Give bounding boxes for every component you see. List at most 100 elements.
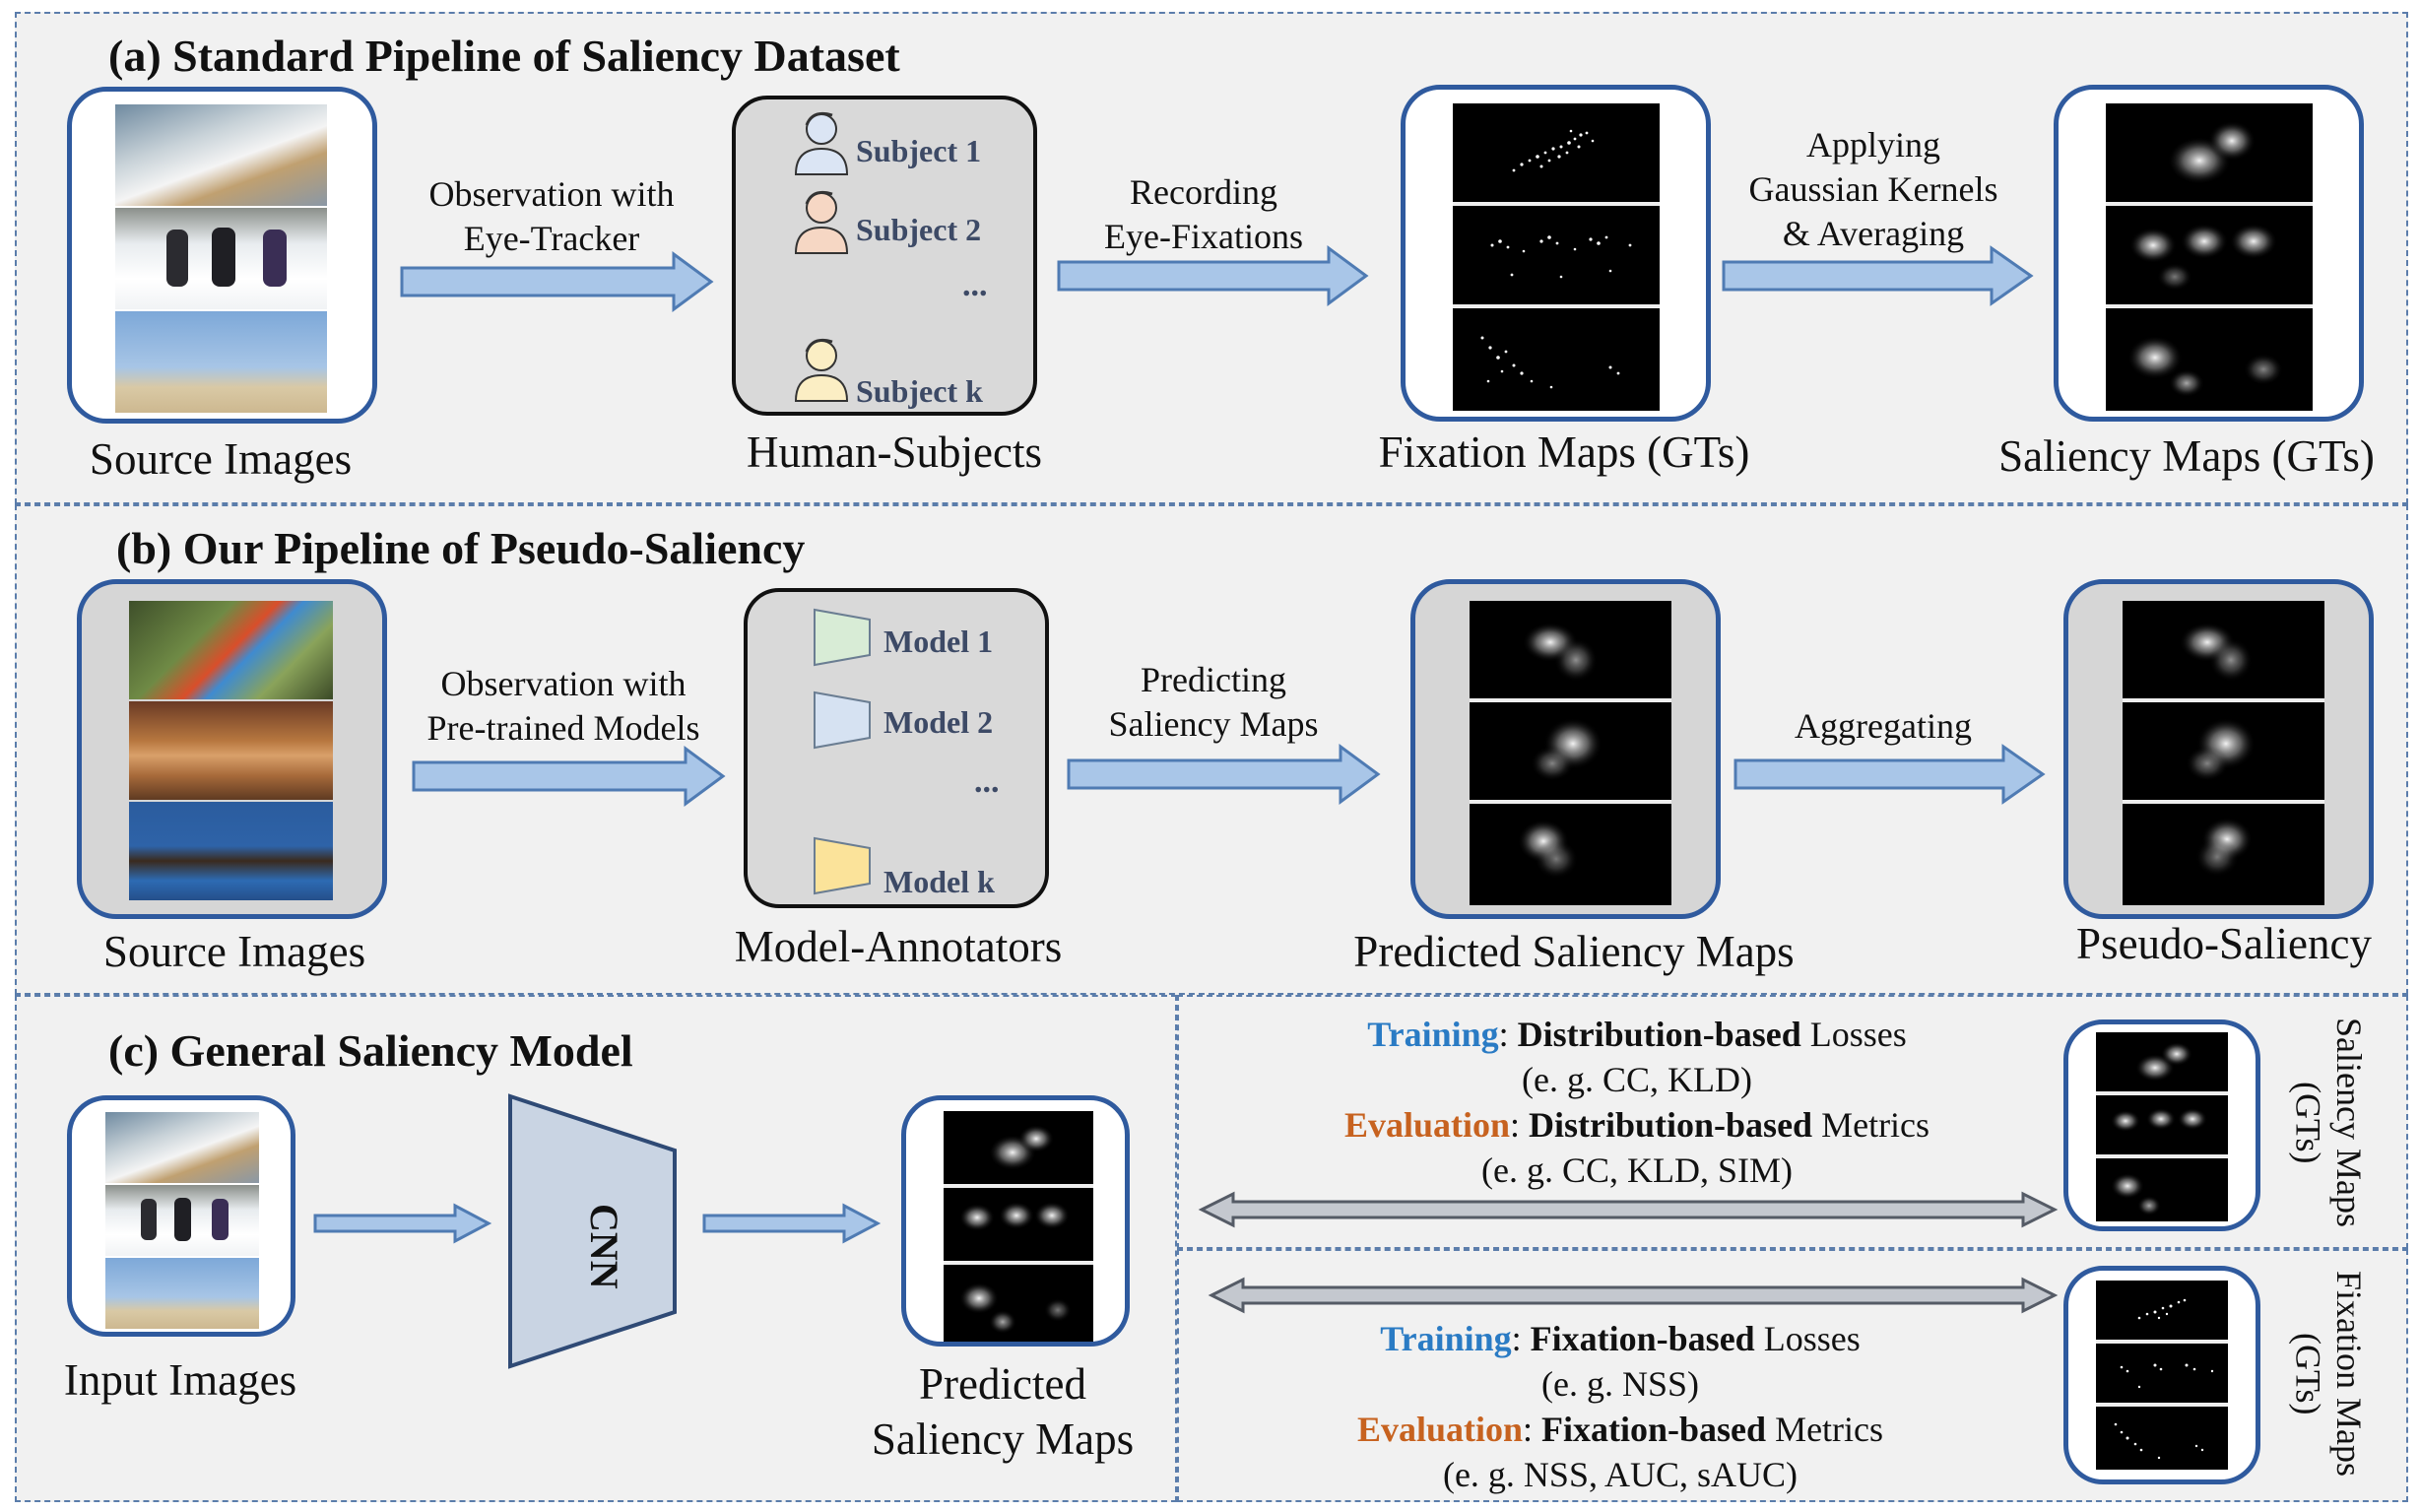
source-images-caption-b: Source Images	[102, 927, 366, 976]
fixation-training-text: Losses	[1754, 1319, 1861, 1358]
saliency-maps-caption-a: Saliency Maps (GTs)	[1998, 431, 2375, 481]
photo-cat	[129, 701, 333, 800]
pseudo-saliency-frame	[2063, 579, 2374, 919]
output-map-2	[944, 1188, 1093, 1265]
gt-saliency-map-3	[2096, 1158, 2228, 1221]
saliency-map-1	[2106, 103, 2313, 206]
fixation-map-2	[1453, 206, 1660, 308]
distribution-evaluation-line: Evaluation: Distribution-based Metrics	[1343, 1105, 1930, 1146]
arrow-recording	[1057, 245, 1369, 306]
predicted-maps-frame-b	[1410, 579, 1721, 919]
double-arrow-distribution	[1198, 1191, 2059, 1228]
fixation-training-examples: (e. g. NSS)	[1541, 1364, 1699, 1405]
photo-parrot	[129, 601, 333, 699]
person-icon-1	[794, 111, 849, 175]
human-subjects-box: Subject 1 Subject 2 ... Subject k	[732, 96, 1037, 416]
predicted-map-3	[1470, 804, 1671, 905]
source-images-caption-a: Source Images	[89, 434, 353, 484]
saliency-map-3	[2106, 308, 2313, 411]
fixation-evaluation-line: Evaluation: Fixation-based Metrics	[1356, 1410, 1884, 1450]
pseudo-map-1	[2123, 601, 2324, 702]
human-subjects-caption: Human-Subjects	[747, 427, 1042, 477]
arrow-observation-eye-tracker	[400, 251, 714, 312]
model-2-label: Model 2	[883, 704, 994, 740]
photo-beach	[115, 311, 327, 413]
model-1-label: Model 1	[883, 624, 994, 659]
distribution-training-label: Training	[1367, 1015, 1499, 1054]
model-1-icon	[814, 608, 871, 667]
model-k-icon	[814, 836, 871, 895]
arrow-gaussian	[1722, 245, 2034, 306]
panel-a-title: (a) Standard Pipeline of Saliency Datase…	[108, 31, 900, 81]
saliency-map-2	[2106, 206, 2313, 308]
gt-fixation-map-2	[2096, 1344, 2228, 1407]
saliency-maps-frame-a	[2054, 85, 2364, 422]
predicted-map-2	[1470, 702, 1671, 804]
model-annotators-caption: Model-Annotators	[734, 922, 1063, 971]
fixation-text-block: Training: Fixation-based Losses (e. g. N…	[1357, 1316, 1883, 1497]
fixation-evaluation-bold: Fixation-based	[1541, 1410, 1767, 1450]
input-images-frame	[67, 1095, 295, 1337]
model-annotators-box: Model 1 Model 2 ... Model k	[744, 588, 1049, 908]
panel-b-title: (b) Our Pipeline of Pseudo-Saliency	[116, 523, 806, 573]
distribution-evaluation-examples: (e. g. CC, KLD, SIM)	[1481, 1150, 1793, 1191]
person-icon-k	[794, 338, 849, 402]
fixation-evaluation-label: Evaluation	[1356, 1410, 1524, 1450]
arrow-label-b3: Aggregating	[1795, 706, 1972, 746]
fixation-training-line: Training: Fixation-based Losses	[1380, 1319, 1861, 1358]
person-icon-2	[794, 190, 849, 254]
pseudo-saliency-caption: Pseudo-Saliency	[2076, 919, 2372, 968]
fixation-gts-frame-c	[2063, 1266, 2260, 1484]
saliency-gts-frame-c	[2063, 1019, 2260, 1231]
arrow-observation-models	[412, 746, 726, 807]
input-photo-1	[105, 1112, 259, 1183]
gt-fixation-map-1	[2096, 1281, 2228, 1344]
fixation-training-bold: Fixation-based	[1530, 1319, 1755, 1358]
distribution-evaluation-label: Evaluation	[1343, 1105, 1510, 1146]
arrow-cnn-to-output	[702, 1203, 882, 1244]
fixation-evaluation-text: Metrics	[1766, 1410, 1884, 1450]
panel-a	[15, 12, 2408, 504]
distribution-training-bold: Distribution-based	[1517, 1015, 1801, 1054]
arrow-input-to-cnn	[313, 1203, 492, 1244]
pseudo-map-3	[2123, 804, 2324, 905]
model-2-icon	[814, 690, 871, 750]
fixation-evaluation-examples: (e. g. NSS, AUC, sAUC)	[1442, 1455, 1799, 1495]
distribution-training-line: Training: Distribution-based Losses	[1367, 1015, 1907, 1054]
distribution-text-block: Training: Distribution-based Losses (e. …	[1344, 1012, 1929, 1193]
predicted-map-1	[1470, 601, 1671, 702]
panel-c-title: (c) General Saliency Model	[108, 1025, 633, 1076]
predicted-output-frame	[901, 1095, 1130, 1347]
fixation-maps-caption-a: Fixation Maps (GTs)	[1378, 427, 1750, 477]
photo-skiers	[115, 208, 327, 309]
cnn-label: CNN	[582, 1204, 626, 1289]
fixation-training-label: Training	[1380, 1319, 1512, 1358]
fixation-map-1	[1453, 103, 1660, 206]
models-ellipsis: ...	[974, 763, 1000, 800]
photo-dog	[129, 802, 333, 900]
side-label-saliency-gts: Saliency Maps(GTs)	[2288, 1018, 2369, 1227]
input-images-caption: Input Images	[63, 1355, 297, 1405]
input-photo-3	[105, 1258, 259, 1329]
input-photo-2	[105, 1185, 259, 1256]
model-k-label: Model k	[883, 864, 995, 899]
arrow-predicting	[1067, 744, 1381, 805]
arrow-aggregating	[1733, 744, 2046, 805]
distribution-evaluation-bold: Distribution-based	[1529, 1105, 1813, 1146]
distribution-training-text: Losses	[1800, 1015, 1907, 1054]
photo-breakfast	[115, 104, 327, 206]
output-map-1	[944, 1111, 1093, 1188]
subject-1-label: Subject 1	[856, 133, 982, 168]
distribution-training-examples: (e. g. CC, KLD)	[1522, 1060, 1752, 1100]
pseudo-map-2	[2123, 702, 2324, 804]
source-images-frame-b	[77, 579, 387, 919]
gt-saliency-map-1	[2096, 1032, 2228, 1095]
source-images-frame-a	[67, 87, 377, 424]
distribution-evaluation-text: Metrics	[1812, 1105, 1930, 1146]
gt-saliency-map-2	[2096, 1095, 2228, 1158]
